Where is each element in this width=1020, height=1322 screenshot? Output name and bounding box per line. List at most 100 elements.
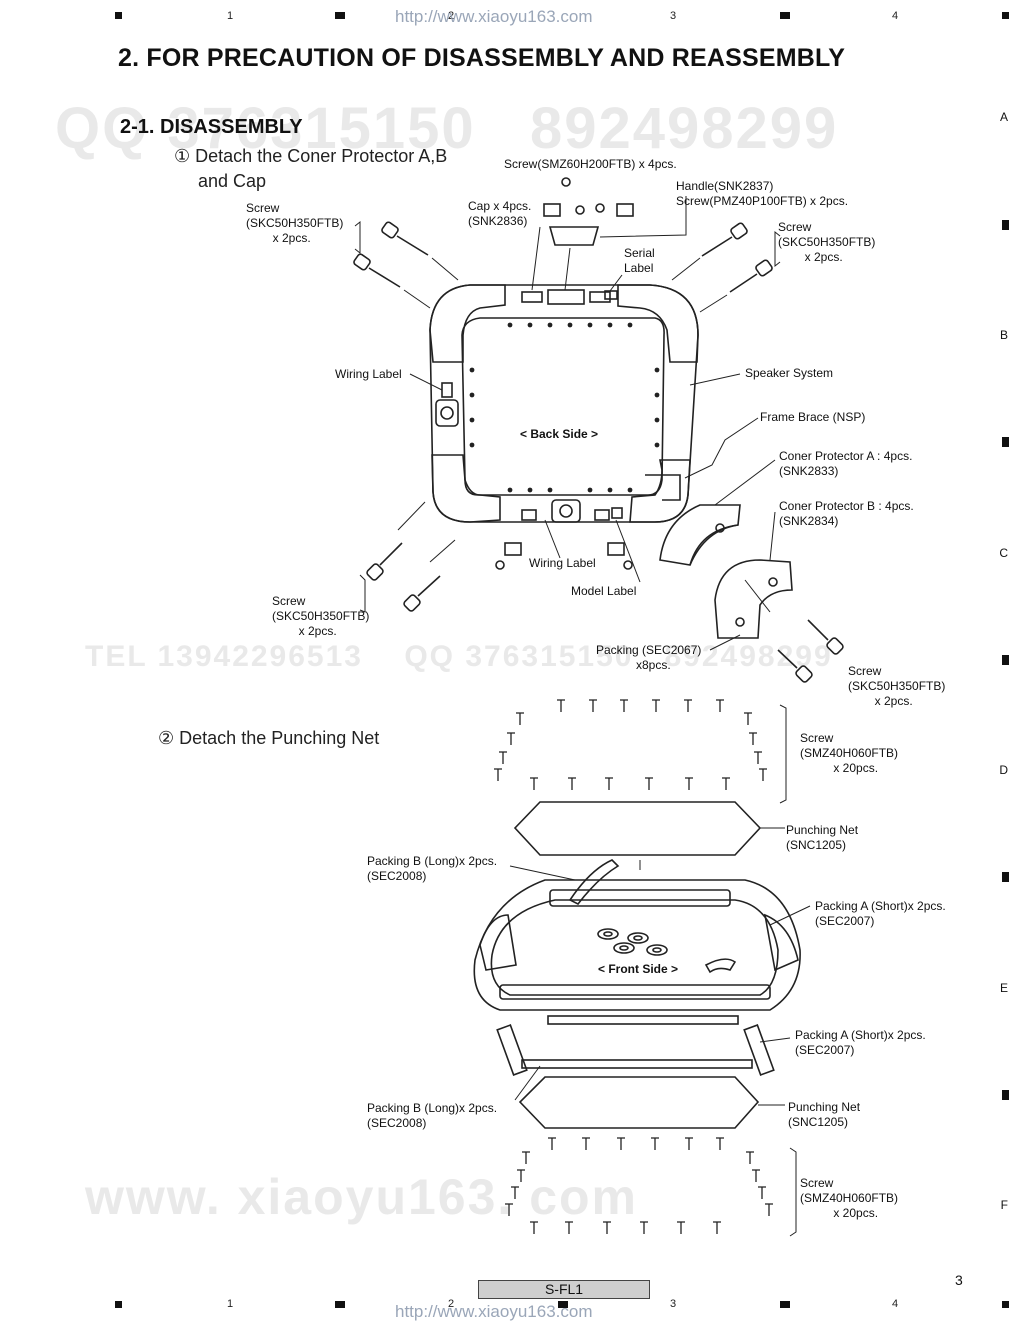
row-letter-b: B: [999, 328, 1008, 342]
step-2-label: Detach the Punching Net: [179, 728, 380, 748]
frame-brace: [645, 474, 681, 501]
row-letter-a: A: [999, 110, 1008, 124]
page-title: 2. FOR PRECAUTION OF DISASSEMBLY AND REA…: [118, 44, 846, 72]
speaker-frame-inner: [461, 317, 665, 496]
label-wiring-label-left: Wiring Label: [335, 367, 402, 381]
wiring-label-left-box: [441, 382, 453, 398]
corner-protector-tr: [617, 284, 699, 363]
label-cap: Cap x 4pcs. (SNK2836): [468, 199, 532, 228]
corner-protector-br: [629, 459, 691, 523]
footer-column-4: 4: [892, 1298, 899, 1310]
registration-mark: [115, 1301, 122, 1308]
registration-mark: [335, 12, 345, 19]
terminal-bottom-hole: [559, 504, 573, 518]
label-screw-bottom-right: Screw (SKC50H350FTB) x 2pcs.: [848, 664, 946, 708]
step-2-marker: ②: [158, 728, 175, 748]
row-letter-d: D: [999, 763, 1008, 777]
front-packing-top-strip: [549, 889, 731, 907]
row-letter-c: C: [999, 546, 1008, 560]
label-coner-protector-a: Coner Protector A : 4pcs. (SNK2833): [779, 449, 913, 478]
registration-mark: [558, 1301, 568, 1308]
label-coner-protector-b: Coner Protector B : 4pcs. (SNK2834): [779, 499, 914, 528]
footer-url-link[interactable]: http://www.xiaoyu163.com: [395, 1302, 593, 1321]
corner-protector-tl: [429, 284, 506, 363]
leader-lines: [354, 196, 781, 651]
bottom-cap-left: [521, 509, 537, 521]
small-cap: [543, 203, 561, 217]
registration-mark: [1002, 1090, 1009, 1100]
terminal-bottom: [551, 499, 581, 523]
small-screw: [495, 560, 505, 570]
step-1-line2: and Cap: [198, 171, 267, 191]
coner-protector-b-part: [714, 559, 793, 639]
packing-a-short-bottom-exploded: [521, 1059, 753, 1069]
front-side-frame-inner: [490, 899, 779, 996]
packing-a-short-strip-front: [704, 958, 737, 974]
label-packing-b-long-bottom: Packing B (Long)x 2pcs. (SEC2008): [367, 1101, 498, 1130]
serial-label-box: [604, 290, 618, 300]
punching-net-bottom: [518, 1076, 760, 1129]
registration-mark: [780, 12, 790, 19]
watermark-middle: TEL 13942296513 QQ 376315150 892498299: [85, 640, 833, 673]
registration-mark: [1002, 1301, 1009, 1308]
label-screw-smz40-top: Screw (SMZ40H060FTB) x 20pcs.: [800, 731, 899, 775]
section-title: 2-1. DISASSEMBLY: [120, 116, 303, 138]
small-screw: [575, 205, 585, 215]
protector-hole: [768, 577, 778, 587]
registration-mark: [780, 1301, 790, 1308]
step-1-text: ① Detach the Coner Protector A,B: [174, 146, 447, 167]
front-drivers: [597, 928, 668, 956]
column-number-3: 3: [670, 10, 677, 22]
label-wiring-label-bottom: Wiring Label: [529, 556, 596, 570]
registration-mark: [335, 1301, 345, 1308]
protector-hole: [735, 617, 745, 627]
step-2-text: ② Detach the Punching Net: [158, 728, 379, 749]
bracket-screws-bottom: [789, 1147, 797, 1237]
row-letter-f: F: [1000, 1198, 1008, 1212]
coner-protector-a-part: [659, 504, 741, 566]
small-cap: [504, 542, 522, 556]
label-handle: Handle(SNK2837) Screw(PMZ40P100FTB) x 2p…: [676, 179, 849, 208]
label-screw-smz40-bottom: Screw (SMZ40H060FTB) x 20pcs.: [800, 1176, 899, 1220]
row-letter-e: E: [999, 981, 1008, 995]
watermark-top: QQ 376315150 892498299: [55, 96, 839, 161]
handle-top: [547, 289, 585, 305]
punching-net-top: [513, 801, 762, 856]
bottom-cap-right: [594, 509, 610, 521]
corner-protector-bl: [431, 454, 501, 523]
small-screw: [595, 203, 605, 213]
small-screw: [623, 560, 633, 570]
terminal-left-hole: [440, 406, 454, 420]
terminal-left: [435, 399, 459, 427]
protector-hole: [715, 523, 725, 533]
column-number-2: 2: [448, 10, 455, 22]
model-label-box: [611, 507, 623, 519]
label-back-side: < Back Side >: [520, 427, 599, 441]
handle-part: [548, 226, 600, 246]
registration-mark: [1002, 437, 1009, 447]
page-number: 3: [955, 1272, 963, 1288]
cap-top-left: [521, 291, 543, 303]
watermark-bottom: www. xiaoyu163. com: [85, 1169, 639, 1225]
label-serial-label: Serial Label: [624, 246, 655, 275]
step-1-marker: ①: [174, 146, 191, 166]
label-front-side: < Front Side >: [598, 962, 679, 976]
footer-column-2: 2: [448, 1298, 455, 1310]
label-punching-net-bottom: Punching Net (SNC1205): [788, 1100, 861, 1129]
label-screw-top-right: Screw (SKC50H350FTB) x 2pcs.: [778, 220, 876, 264]
punching-net-screws-bottom: [505, 1137, 773, 1234]
label-frame-brace: Frame Brace (NSP): [760, 410, 866, 424]
packing-b-long-strip-top: [568, 859, 620, 906]
small-cap: [616, 203, 634, 217]
small-cap: [607, 542, 625, 556]
registration-mark: [1002, 655, 1009, 665]
column-number-1: 1: [227, 10, 234, 22]
label-screw-smz60: Screw(SMZ60H200FTB) x 4pcs.: [504, 157, 677, 171]
cap-top-right: [589, 291, 611, 303]
header-url-link[interactable]: http://www.xiaoyu163.com: [395, 7, 593, 26]
label-packing-a-short-bottom: Packing A (Short)x 2pcs. (SEC2007): [795, 1028, 926, 1057]
small-screw: [561, 177, 571, 187]
packing-b-long-right-exploded: [743, 1024, 775, 1076]
front-packing-bottom-strip: [499, 984, 771, 1000]
